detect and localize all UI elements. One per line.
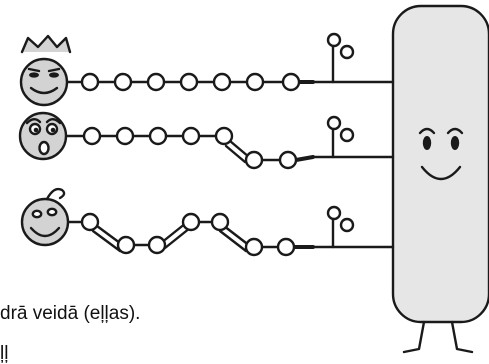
chain-bead bbox=[148, 126, 168, 146]
chain-bead bbox=[115, 126, 135, 146]
face-eye bbox=[31, 209, 43, 219]
molecule-diagram bbox=[18, 4, 489, 354]
chain-bead bbox=[245, 72, 265, 92]
cell-right-leg bbox=[450, 320, 474, 354]
chain-bead bbox=[181, 212, 201, 232]
chain-double-bond bbox=[91, 229, 122, 253]
happy-face-with-curl bbox=[20, 187, 70, 247]
cell-smile bbox=[420, 165, 462, 181]
chain-bead bbox=[113, 72, 133, 92]
chain-bead bbox=[244, 150, 264, 170]
face-mouth bbox=[29, 86, 59, 95]
chain-double-bond bbox=[163, 226, 192, 250]
face-eyebrow bbox=[47, 67, 61, 73]
chain-bead bbox=[80, 212, 100, 232]
chain-bead bbox=[276, 237, 296, 257]
surprised-face bbox=[18, 111, 68, 161]
face-eye bbox=[46, 207, 58, 217]
chain-double-bond bbox=[218, 229, 248, 253]
cell-left-eyebrow bbox=[418, 127, 436, 135]
chain-bead bbox=[244, 237, 264, 257]
chain-bead bbox=[179, 72, 199, 92]
chain-double-bond bbox=[224, 144, 247, 164]
receptor-icon bbox=[311, 32, 395, 84]
cell-right-eyebrow bbox=[446, 127, 464, 135]
face-eyebrow bbox=[25, 118, 42, 125]
chain-bead bbox=[146, 72, 166, 92]
face-eyebrow bbox=[27, 67, 41, 73]
chain-double-bond bbox=[159, 221, 188, 245]
crown-icon bbox=[20, 34, 72, 54]
chain-double-bond bbox=[222, 224, 252, 248]
caption-line-2: ļļ bbox=[0, 343, 9, 364]
caption-line-1: drā veidā (eļļas). bbox=[0, 303, 141, 324]
receptor-icon bbox=[311, 115, 395, 159]
cell-right-eye bbox=[450, 136, 460, 150]
chain-bead bbox=[80, 72, 100, 92]
receptor-icon bbox=[311, 205, 395, 249]
face-mouth bbox=[38, 140, 50, 156]
chain-bead bbox=[147, 235, 167, 255]
chain-bead bbox=[281, 72, 301, 92]
fatty-acid-chain-2 bbox=[64, 126, 315, 170]
face-eye bbox=[29, 72, 39, 78]
chain-bead bbox=[210, 212, 230, 232]
face-eyebrow bbox=[45, 118, 62, 125]
chain-bead bbox=[214, 126, 234, 146]
cell-left-leg bbox=[402, 320, 426, 354]
fatty-acid-chain-3 bbox=[66, 212, 315, 257]
fatty-acid-chain-1 bbox=[65, 72, 315, 92]
face-mouth bbox=[29, 226, 61, 238]
smiling-face-with-crown bbox=[19, 34, 72, 107]
chain-bead bbox=[82, 126, 102, 146]
cell-body bbox=[391, 4, 489, 354]
hair-curl-icon bbox=[45, 187, 66, 201]
cell-left-eye bbox=[422, 136, 432, 150]
chain-double-bond bbox=[228, 139, 251, 159]
chain-bead bbox=[278, 150, 298, 170]
chain-bead bbox=[116, 235, 136, 255]
face-eye bbox=[49, 72, 59, 78]
chain-bead bbox=[181, 126, 201, 146]
chain-bead bbox=[212, 72, 232, 92]
chain-tail bbox=[294, 155, 315, 162]
